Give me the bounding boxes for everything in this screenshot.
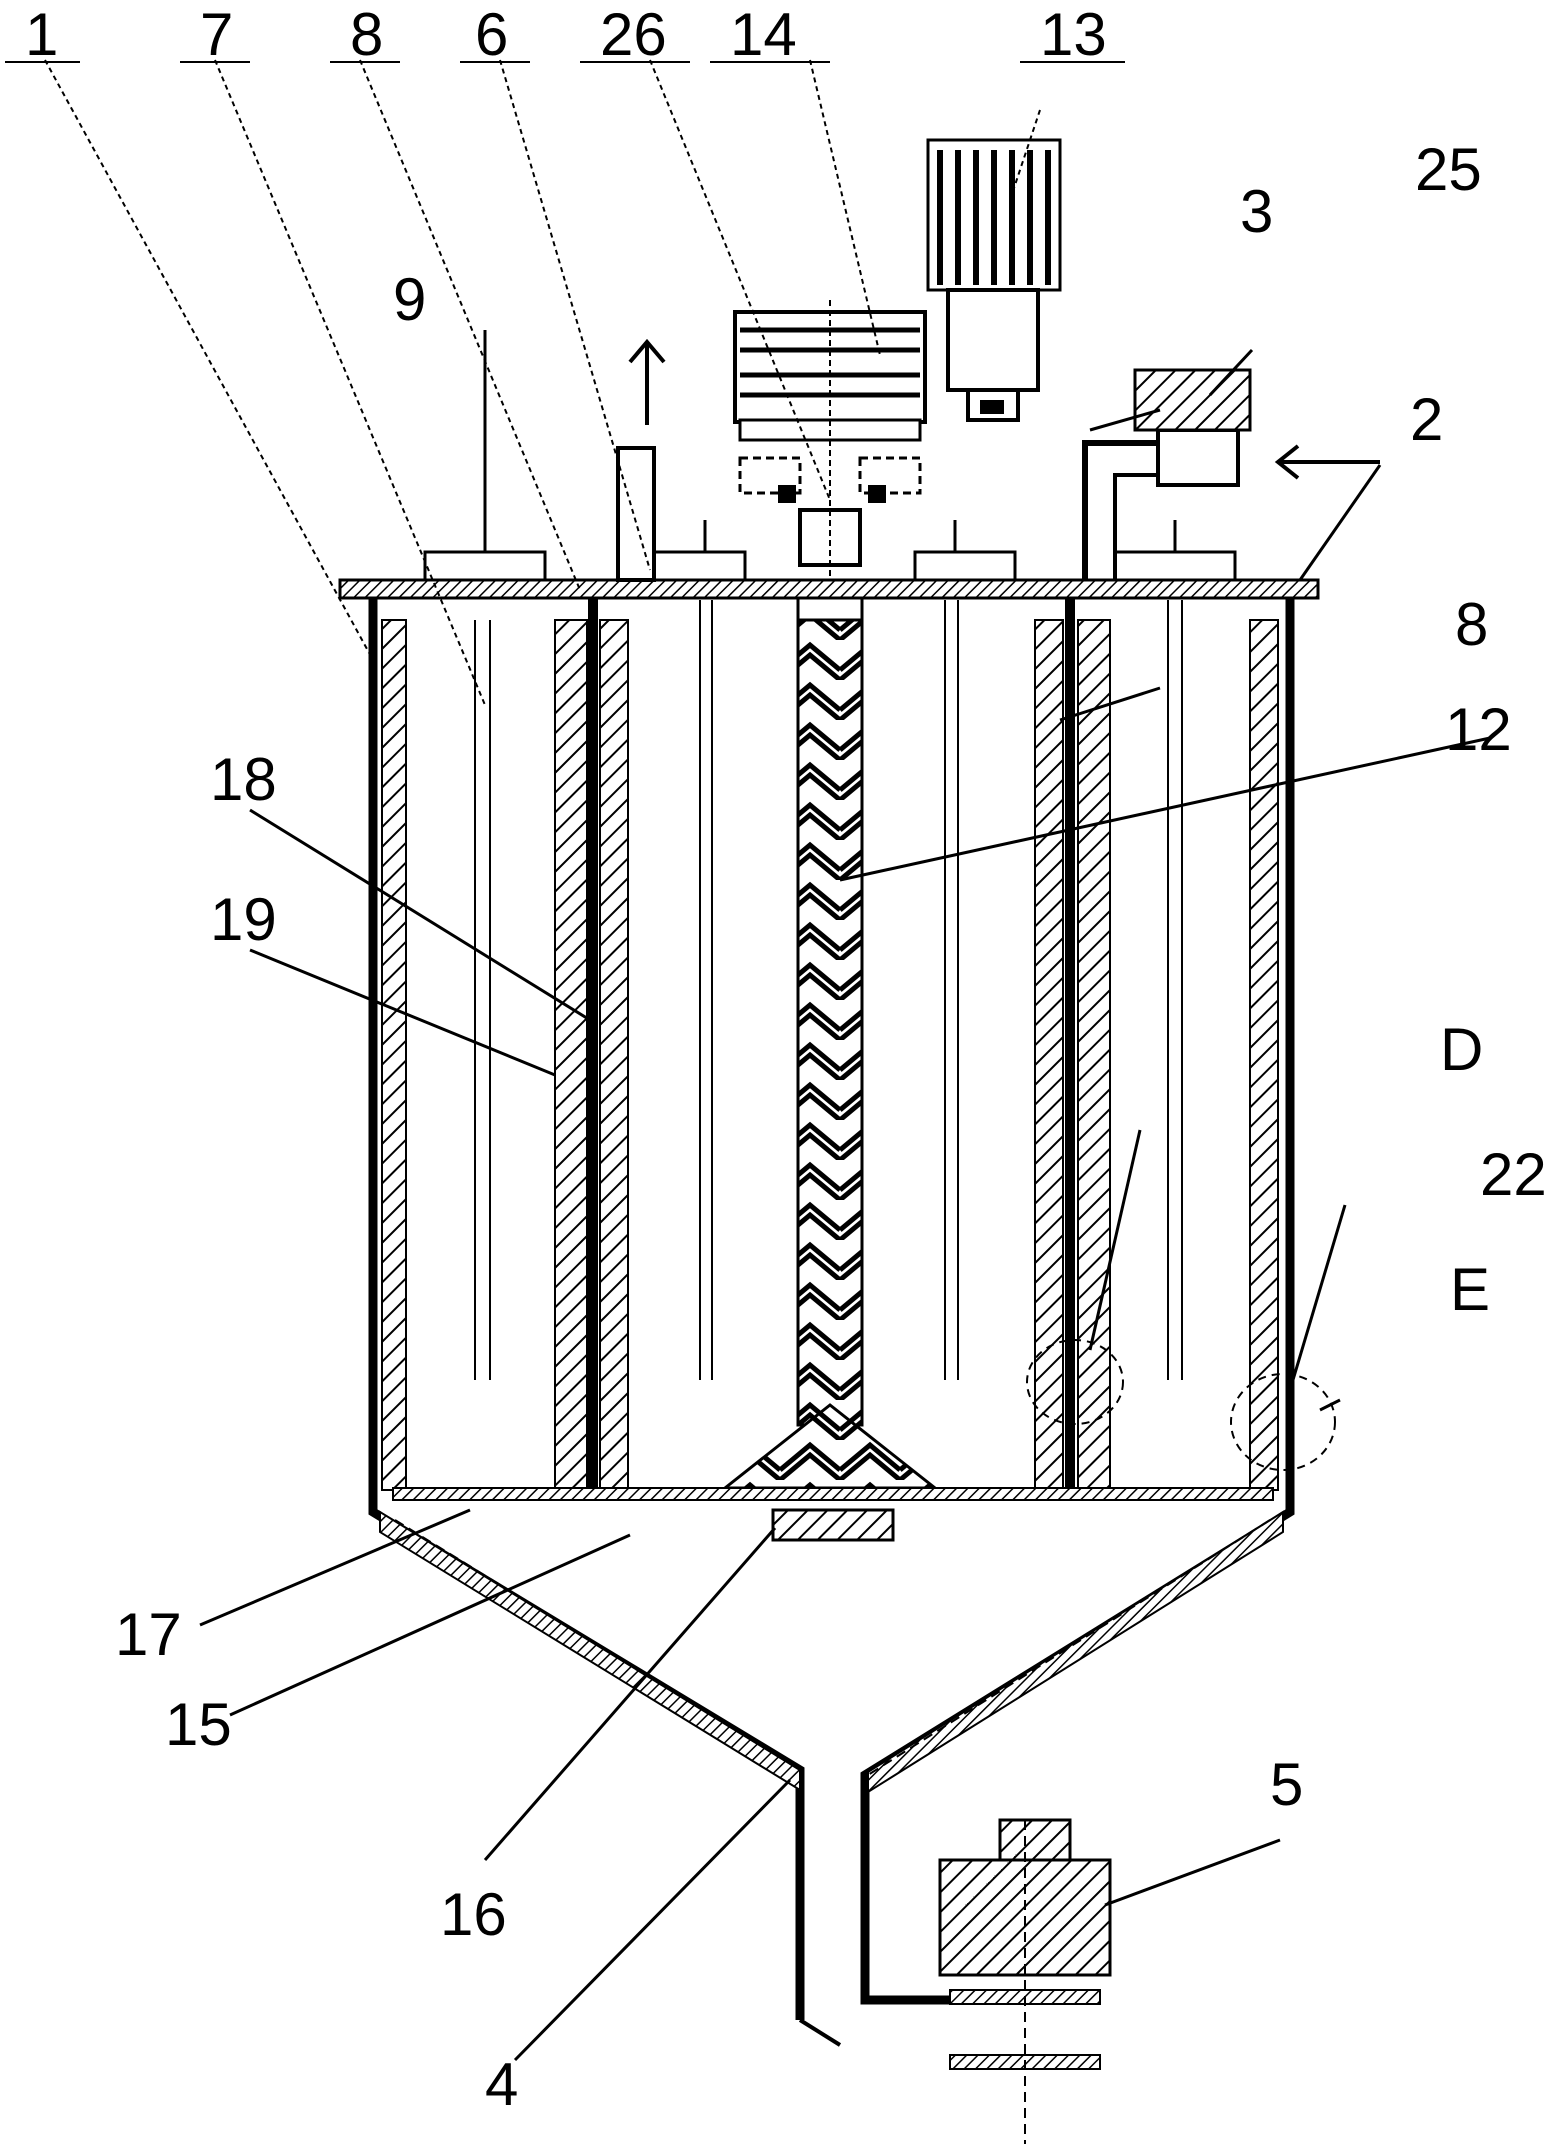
label-8-top: 8: [350, 1, 383, 68]
label-7: 7: [200, 1, 233, 68]
leader-lines: [44, 59, 1041, 706]
top-cover: [338, 428, 1320, 600]
bottom-plate-17: [392, 1487, 1274, 1501]
reducer-14: [733, 300, 927, 580]
label-16: 16: [440, 1881, 507, 1948]
label-8-right: 8: [1455, 591, 1488, 658]
label-6: 6: [475, 1, 508, 68]
heating-rods: [474, 600, 1183, 1380]
label-22: 22: [1480, 1141, 1547, 1208]
inlet-left-arrow: [1274, 444, 1380, 480]
label-25: 25: [1415, 136, 1482, 203]
label-15: 15: [165, 1691, 232, 1758]
detail-circle-e: [1230, 1373, 1336, 1471]
label-14: 14: [730, 1, 797, 68]
label-3: 3: [1240, 178, 1273, 245]
label-5: 5: [1270, 1751, 1303, 1818]
label-19: 19: [210, 886, 277, 953]
valve-25: [1133, 368, 1252, 432]
motor-13: [926, 138, 1062, 422]
pump-5: [938, 1818, 1112, 2144]
discharge-valve-16: [771, 1508, 895, 1542]
outlet-up-arrow: [628, 338, 666, 425]
vessel-shell: [368, 598, 1295, 2047]
label-9: 9: [393, 266, 426, 333]
leader-lines-solid: [199, 330, 1491, 2062]
stirrer-shaft-12: [720, 596, 940, 1490]
callout-labels: 1 7 8 6 26 14 13 25 3 2 9 8 12 18 19 D 2…: [25, 1, 1547, 2118]
label-12: 12: [1445, 696, 1512, 763]
insulation-columns: [381, 598, 1279, 1491]
label-d: D: [1440, 1016, 1483, 1083]
label-2: 2: [1410, 386, 1443, 453]
label-e: E: [1450, 1256, 1490, 1323]
label-13: 13: [1040, 1, 1107, 68]
label-17: 17: [115, 1601, 182, 1668]
label-18: 18: [210, 746, 277, 813]
label-4: 4: [485, 2051, 518, 2118]
label-1: 1: [25, 1, 58, 68]
label-26: 26: [600, 1, 667, 68]
detail-circle-d: [1026, 1339, 1124, 1425]
